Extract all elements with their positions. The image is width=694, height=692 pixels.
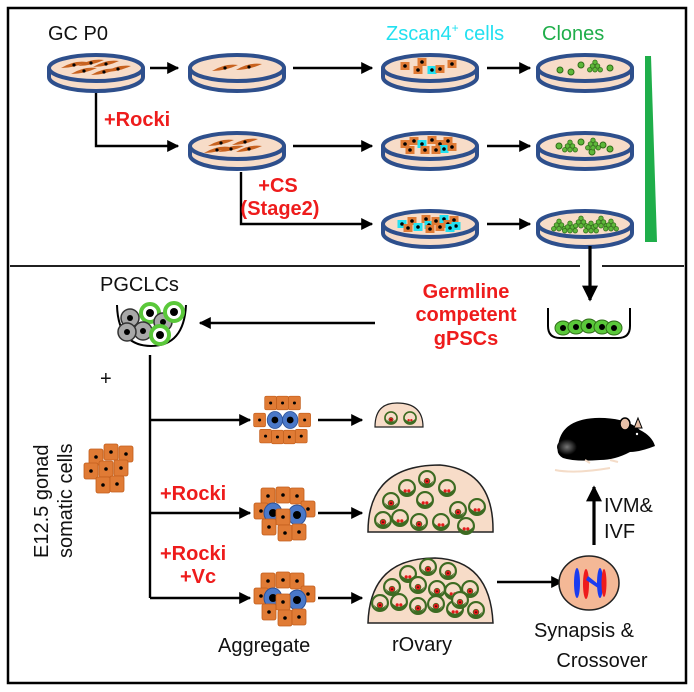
culture-dish-clones	[536, 53, 634, 93]
oocyte-follicle	[427, 580, 447, 598]
gc-p0-label: GC P0	[48, 23, 108, 45]
gpscs-label: gPSCs	[434, 328, 498, 350]
aggregate-label: Aggregate	[218, 635, 310, 657]
pgclc-label: PGCLCs	[100, 274, 179, 296]
rovary-label: rOvary	[392, 634, 452, 656]
rovary-small	[374, 402, 424, 428]
rocki-condition-label: +Rocki	[160, 483, 226, 505]
cs-treatment-label: +CS	[258, 175, 297, 197]
oocyte-follicle	[437, 478, 457, 498]
culture-dishes	[47, 53, 634, 249]
oocyte-follicle	[431, 513, 451, 531]
mouse-icon	[554, 416, 655, 473]
plus-sign: +	[100, 368, 112, 390]
oocyte-follicle	[373, 511, 393, 529]
figure-border	[6, 6, 688, 685]
synapsis-label: Synapsis &	[534, 620, 635, 642]
culture-dish-clones	[536, 209, 634, 249]
aggregate-rocki	[253, 486, 316, 542]
oocyte-follicle	[370, 594, 390, 612]
svg-text:somatic cells: somatic cells	[55, 444, 77, 558]
rovary-rocki-vc	[367, 557, 494, 624]
oocyte-follicle	[408, 597, 428, 615]
oocyte-follicle	[438, 562, 458, 580]
oocyte-follicle	[426, 595, 446, 613]
svg-text:E12.5 gonad: E12.5 gonad	[31, 445, 53, 558]
oocyte-follicle	[390, 508, 410, 527]
vc-condition-label: +Vc	[180, 566, 216, 588]
efficiency-gradient-wedge	[645, 56, 657, 242]
culture-dish-rocki	[188, 131, 286, 171]
oocyte-follicle	[450, 591, 470, 609]
culture-dish-zscan4	[381, 53, 479, 93]
competent-label: competent	[415, 304, 516, 326]
rocki-vc-condition-label: +Rocki	[160, 543, 226, 565]
rocki-branch-arrow	[94, 93, 180, 152]
oocyte-follicle	[466, 601, 486, 619]
oocyte-follicle	[381, 491, 401, 511]
aggregate-small	[253, 395, 312, 445]
germline-label: Germline	[423, 281, 510, 303]
oocyte-follicle	[467, 497, 487, 516]
rovary-rocki	[367, 464, 494, 535]
gpsc-bowl	[547, 308, 631, 339]
oocyte-follicle	[397, 478, 417, 498]
synapsis-cell-icon	[558, 555, 620, 611]
ivm-label: IVM&	[604, 495, 654, 517]
ivf-label: IVF	[604, 521, 635, 543]
oocyte-follicle	[389, 593, 409, 611]
aggregate-rocki-vc	[253, 571, 316, 627]
oocyte-follicle	[408, 576, 428, 594]
oocyte-follicle	[415, 490, 435, 510]
oocyte-follicle	[382, 578, 402, 596]
oocyte-follicle	[456, 517, 476, 535]
pgclc-bowl	[116, 301, 187, 348]
zscan4-header: Zscan4+ cells	[386, 21, 504, 45]
crossover-label: Crossover	[556, 650, 647, 672]
oocyte-follicle	[409, 513, 429, 531]
oocyte-follicle	[417, 469, 437, 489]
culture-dish-passage	[188, 53, 286, 93]
somatic-cell-cluster	[83, 443, 134, 494]
somatic-cells-label: E12.5 gonad somatic cells	[31, 444, 77, 558]
oocyte-follicle	[418, 558, 438, 576]
cs-branch-arrow	[239, 172, 374, 230]
culture-dish-zscan4	[381, 131, 479, 171]
rocki-treatment-label: +Rocki	[104, 109, 170, 131]
culture-dish-zscan4	[381, 209, 479, 249]
oocyte-follicle	[448, 500, 468, 519]
culture-dish-gc-p0	[47, 53, 145, 93]
culture-dish-clones	[536, 131, 634, 171]
stage2-treatment-label: (Stage2)	[241, 198, 320, 220]
clones-header: Clones	[542, 23, 604, 45]
svg-text:Zscan4+ cells: Zscan4+ cells	[386, 21, 504, 45]
